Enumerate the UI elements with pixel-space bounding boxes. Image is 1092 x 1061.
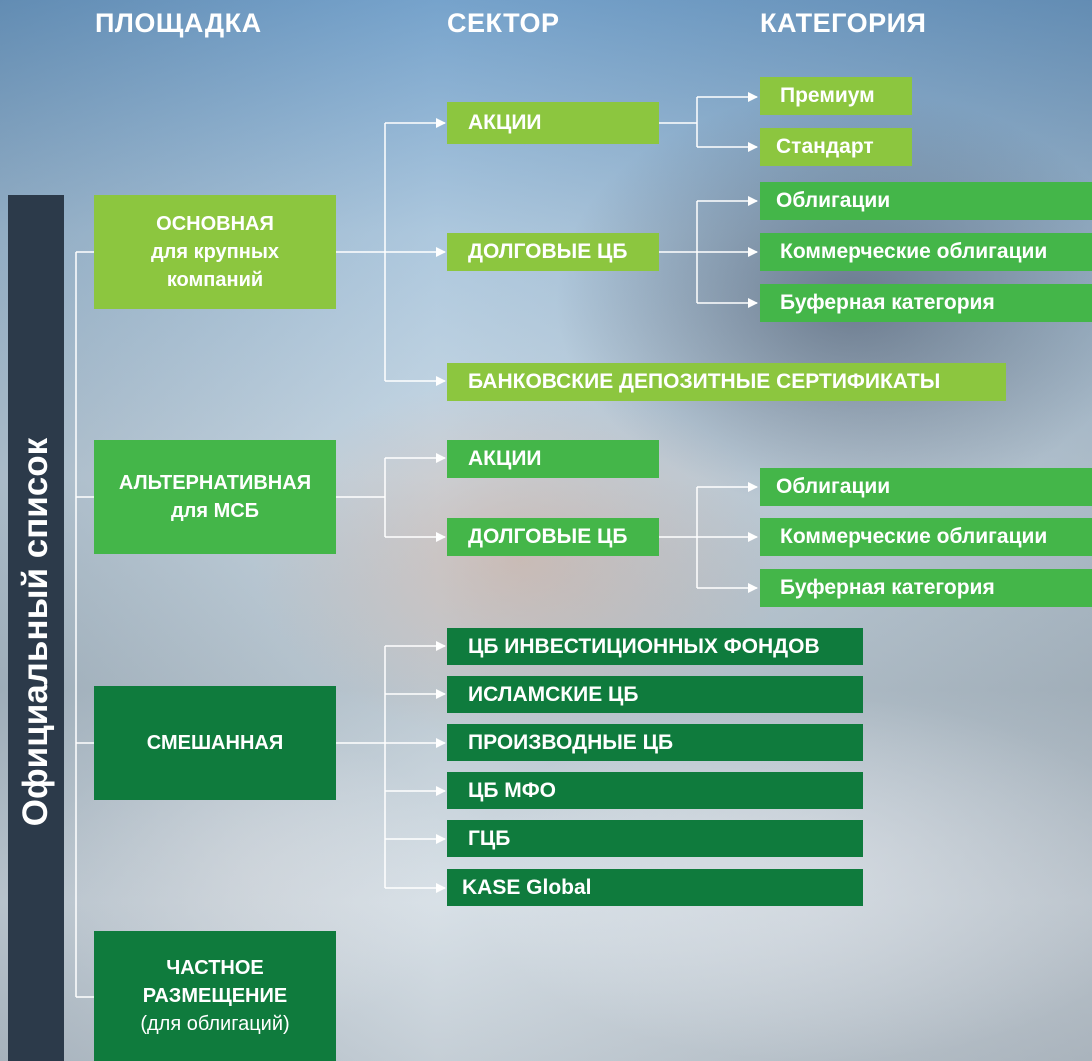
sector-main-debt: ДОЛГОВЫЕ ЦБ — [447, 233, 659, 271]
category-main-buffer: Буферная категория — [760, 284, 1092, 322]
category-alt-bonds: Облигации — [760, 468, 1092, 506]
sector-mixed-kase-global: KASE Global — [447, 869, 863, 906]
official-list-title: Официальный список — [16, 437, 55, 827]
sector-mixed-mfo: ЦБ МФО — [447, 772, 863, 809]
sector-alt-shares: АКЦИИ — [447, 440, 659, 478]
header-platform: ПЛОЩАДКА — [95, 8, 262, 38]
sector-mixed-derivatives: ПРОИЗВОДНЫЕ ЦБ — [447, 724, 863, 761]
category-main-commercial-bonds: Коммерческие облигации — [760, 233, 1092, 271]
platform-main-line3: компаний — [166, 269, 264, 291]
sector-mixed-investment-funds: ЦБ ИНВЕСТИЦИОННЫХ ФОНДОВ — [447, 628, 863, 665]
platform-alternative: АЛЬТЕРНАТИВНАЯ для МСБ — [94, 440, 336, 554]
sector-mixed-gcb: ГЦБ — [447, 820, 863, 857]
sector-main-deposit-certificates: БАНКОВСКИЕ ДЕПОЗИТНЫЕ СЕРТИФИКАТЫ — [447, 363, 1006, 401]
sector-mixed-islamic: ИСЛАМСКИЕ ЦБ — [447, 676, 863, 713]
platform-private-line2: РАЗМЕЩЕНИЕ — [142, 985, 288, 1007]
category-alt-buffer: Буферная категория — [760, 569, 1092, 607]
platform-private-line3: (для облигаций) — [140, 1013, 290, 1035]
sector-alt-debt: ДОЛГОВЫЕ ЦБ — [447, 518, 659, 556]
sector-main-shares: АКЦИИ — [447, 102, 659, 144]
platform-alternative-line2: для МСБ — [170, 500, 260, 522]
platform-main: ОСНОВНАЯ для крупных компаний — [94, 195, 336, 309]
platform-main-line1: ОСНОВНАЯ — [156, 213, 274, 235]
platform-private: ЧАСТНОЕ РАЗМЕЩЕНИЕ (для облигаций) — [94, 931, 336, 1061]
platform-private-line1: ЧАСТНОЕ — [166, 957, 264, 979]
category-alt-commercial-bonds: Коммерческие облигации — [760, 518, 1092, 556]
platform-mixed: СМЕШАННАЯ — [94, 686, 336, 800]
header-sector: СЕКТОР — [447, 8, 560, 38]
header-category: КАТЕГОРИЯ — [760, 8, 927, 38]
category-main-bonds: Облигации — [760, 182, 1092, 220]
platform-main-line2: для крупных — [150, 241, 280, 263]
platform-mixed-line1: СМЕШАННАЯ — [146, 732, 284, 754]
category-premium: Премиум — [760, 77, 912, 115]
platform-alternative-line1: АЛЬТЕРНАТИВНАЯ — [118, 472, 312, 494]
category-standard: Стандарт — [760, 128, 912, 166]
official-list-bar — [8, 195, 64, 1061]
